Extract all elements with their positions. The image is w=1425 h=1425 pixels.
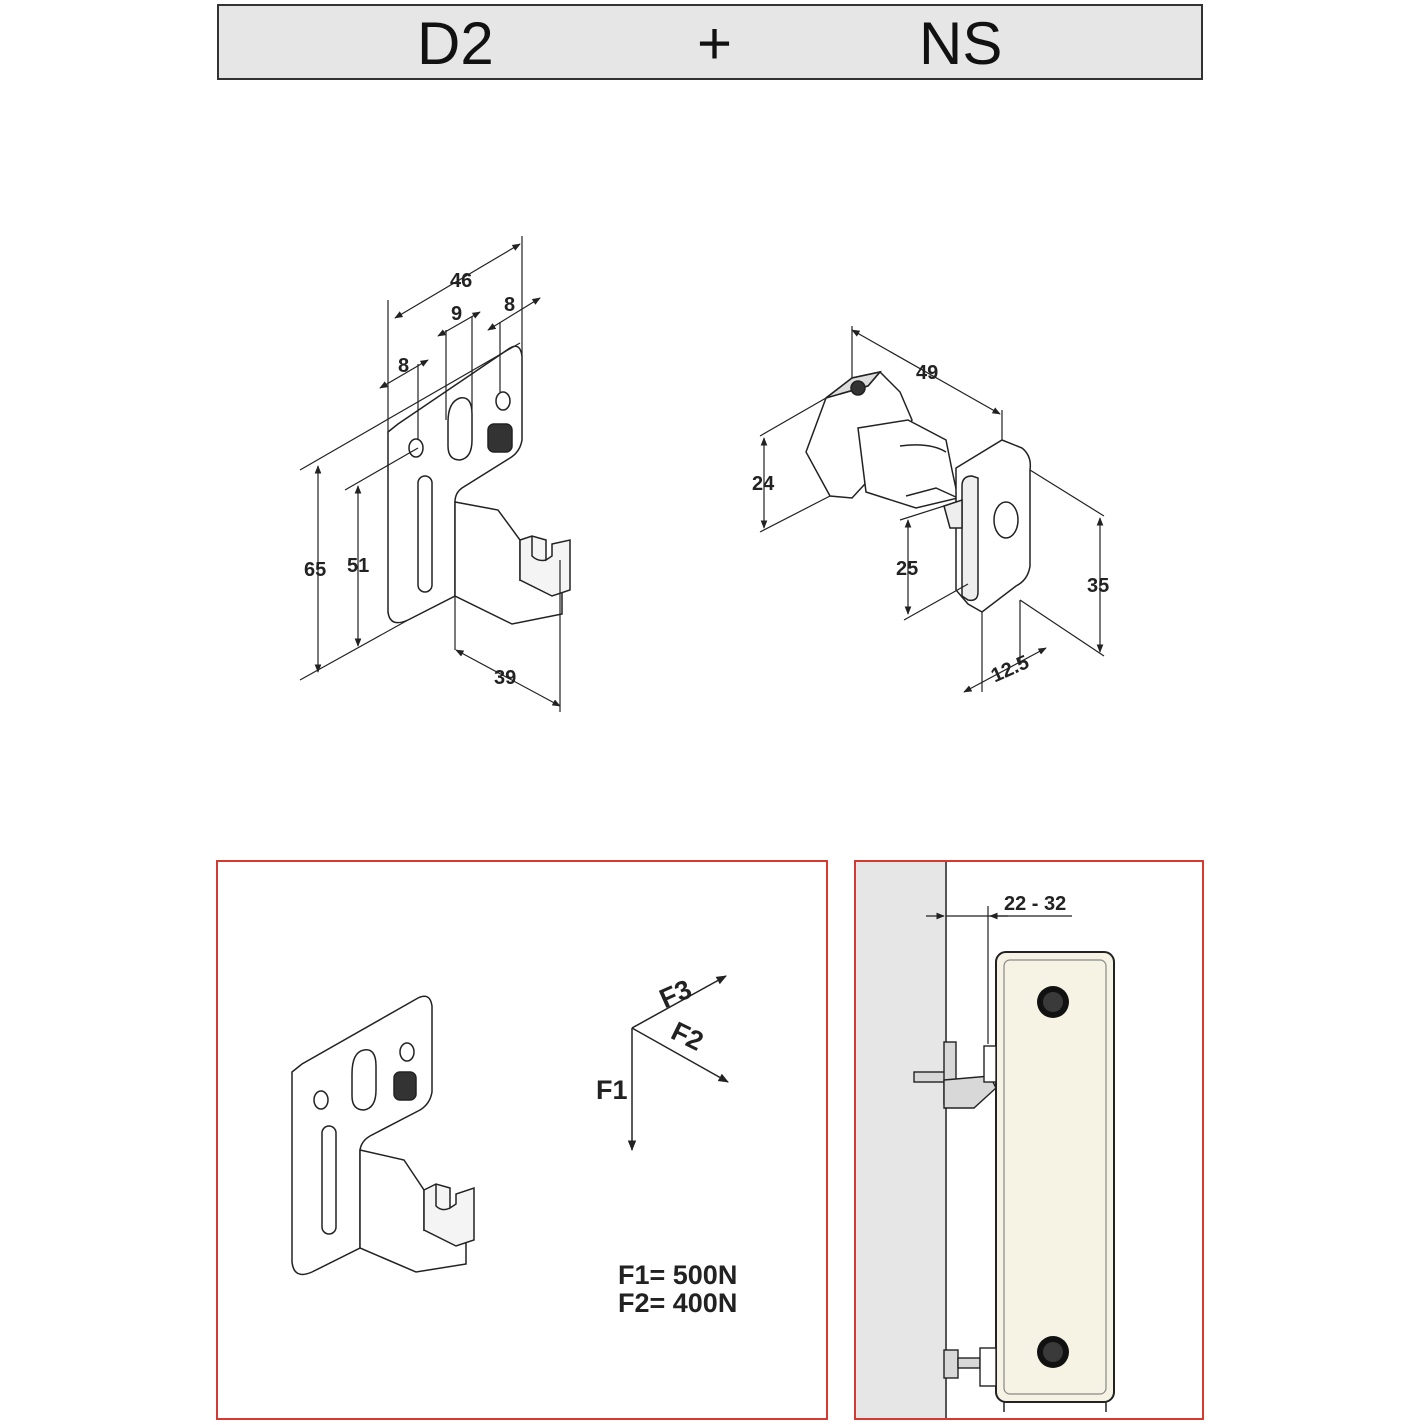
bracket-d2-vertical-slot xyxy=(417,475,433,593)
support-ns-plate-hole xyxy=(993,501,1019,539)
dim-label-35: 35 xyxy=(1087,575,1109,597)
support-ns-shaft xyxy=(857,419,959,509)
support-ns-clip xyxy=(961,475,979,602)
bracket-d2-logo-mark xyxy=(487,423,513,453)
dim-label-65: 65 xyxy=(304,559,326,581)
bracket-d2-dimension-lines xyxy=(299,236,561,712)
load-panel-frame xyxy=(216,860,828,1420)
radiator-body xyxy=(995,951,1115,1403)
install-panel-frame xyxy=(854,860,1204,1420)
bracket-d2-hole-left xyxy=(408,438,424,458)
bracket-d2-drawing xyxy=(387,345,571,625)
install-bracket-d2 xyxy=(913,1041,997,1109)
force-labels: F1 F2 F3 F1= 500N F2= 400N xyxy=(596,974,737,1318)
install-support-ns xyxy=(943,1347,997,1387)
force-arrow-f3 xyxy=(631,975,727,1029)
dim-label-46: 46 xyxy=(450,270,472,292)
force-label-f3: F3 xyxy=(655,974,696,1014)
install-panel-wall xyxy=(856,862,946,1418)
force-arrow-f2 xyxy=(631,1027,729,1083)
install-panel: 22 - 32 xyxy=(854,860,1204,1420)
force-label-f1: F1 xyxy=(596,1075,628,1105)
dim-label-12-5: 12.5 xyxy=(988,651,1033,687)
dim-label-39: 39 xyxy=(494,667,516,689)
load-panel-bracket xyxy=(291,995,475,1276)
header-product-d2: D2 xyxy=(417,10,494,77)
dim-label-9: 9 xyxy=(451,303,462,325)
dim-label-24: 24 xyxy=(752,473,775,495)
force-arrows xyxy=(627,975,729,1152)
install-gap-dimension xyxy=(926,906,1072,1044)
force-value-f1: F1= 500N xyxy=(618,1260,737,1290)
dim-label-25: 25 xyxy=(896,558,918,580)
bracket-d2-slot-top xyxy=(447,397,473,461)
header-plus-sign: + xyxy=(697,10,733,77)
header-bar: D2 + NS xyxy=(217,4,1203,80)
bracket-d2-hole-right xyxy=(495,391,511,411)
support-ns-dimension-lines xyxy=(759,326,1105,693)
dim-label-51: 51 xyxy=(347,555,369,577)
support-ns-dimension-labels: 49 24 25 35 12.5 xyxy=(752,362,1109,687)
dim-label-8-left: 8 xyxy=(398,355,409,377)
header-product-ns: NS xyxy=(919,10,1003,77)
install-gap-label: 22 - 32 xyxy=(1004,893,1066,915)
force-value-f2: F2= 400N xyxy=(618,1288,737,1318)
dim-label-8-right: 8 xyxy=(504,294,515,316)
dim-label-49: 49 xyxy=(916,362,938,384)
support-ns-nut-screw xyxy=(850,380,866,396)
support-ns-drawing xyxy=(805,370,1032,613)
bracket-d2-dimension-labels: 46 9 8 8 65 51 39 xyxy=(304,270,516,689)
